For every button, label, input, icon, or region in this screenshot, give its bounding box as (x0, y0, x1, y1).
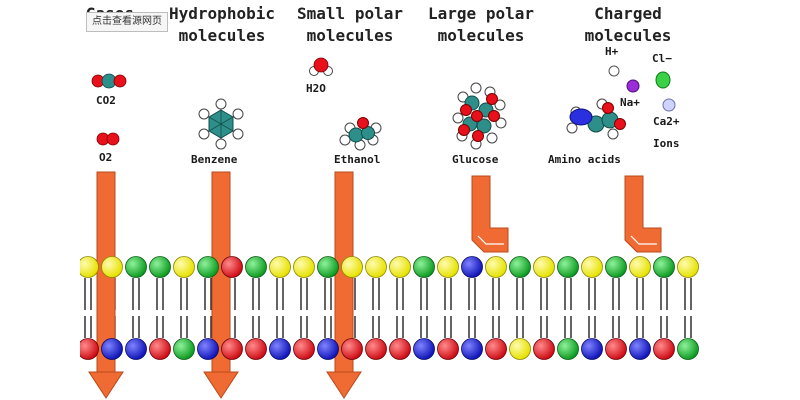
lipid-head-upper-7 (245, 256, 267, 278)
pass-arrow-small-polar (326, 171, 362, 399)
lipid-head-lower-0 (80, 338, 99, 360)
blocked-arrow-charged (624, 175, 662, 253)
lipid-head-lower-16 (461, 338, 483, 360)
lipid-head-lower-20 (557, 338, 579, 360)
header-charged-line2: molecules (584, 26, 672, 45)
header-large-polar-line1: Large polar (428, 4, 534, 23)
header-small-polar-line1: Small polar (297, 4, 403, 23)
lipid-head-upper-24 (653, 256, 675, 278)
label-ethanol: Ethanol (334, 153, 381, 166)
lipid-head-lower-15 (437, 338, 459, 360)
lipid-head-upper-22 (605, 256, 627, 278)
lipid-head-lower-5 (197, 338, 219, 360)
lipid-head-lower-6 (221, 338, 243, 360)
header-charged-line1: Charged (594, 4, 662, 23)
benzene-molecule (198, 98, 244, 150)
ethanol-molecule (339, 117, 382, 151)
lipid-head-upper-10 (317, 256, 339, 278)
lipid-head-lower-11 (341, 338, 363, 360)
lipid-head-upper-8 (269, 256, 291, 278)
lipid-tails-upper (84, 278, 692, 310)
lipid-head-lower-23 (629, 338, 651, 360)
lipid-head-upper-17 (485, 256, 507, 278)
diagram-canvas: Gases Hydrophobic molecules Small polar … (80, 0, 700, 400)
o2-molecule (96, 132, 120, 146)
lipid-heads-lower (80, 338, 699, 360)
label-glucose: Glucose (452, 153, 499, 166)
lipid-head-upper-18 (509, 256, 531, 278)
lipid-head-lower-7 (245, 338, 267, 360)
amino-acid-molecule (566, 98, 626, 140)
label-chloride-ion: Cl− (652, 52, 672, 65)
lipid-tails-lower (84, 316, 692, 338)
lipid-head-upper-0 (80, 256, 99, 278)
lipid-head-lower-25 (677, 338, 699, 360)
lipid-head-lower-22 (605, 338, 627, 360)
lipid-head-lower-21 (581, 338, 603, 360)
label-calcium-ion: Ca2+ (653, 115, 680, 128)
label-benzene: Benzene (191, 153, 238, 166)
lipid-head-lower-24 (653, 338, 675, 360)
lipid-head-upper-20 (557, 256, 579, 278)
lipid-head-upper-19 (533, 256, 555, 278)
lipid-head-upper-2 (125, 256, 147, 278)
lipid-head-upper-5 (197, 256, 219, 278)
lipid-head-lower-19 (533, 338, 555, 360)
lipid-head-lower-3 (149, 338, 171, 360)
view-source-badge[interactable]: 点击查看源网页 (86, 12, 168, 32)
lipid-head-upper-25 (677, 256, 699, 278)
lipid-head-upper-16 (461, 256, 483, 278)
lipid-head-lower-8 (269, 338, 291, 360)
label-hydrogen-ion: H+ (605, 45, 619, 58)
lipid-head-lower-14 (413, 338, 435, 360)
label-sodium-ion: Na+ (620, 96, 640, 109)
co2-molecule (91, 73, 127, 89)
membrane-diagram-svg (80, 57, 699, 399)
pass-arrow-gases (88, 171, 124, 399)
label-h2o: H2O (306, 82, 326, 95)
lipid-head-lower-9 (293, 338, 315, 360)
header-small-polar-line2: molecules (306, 26, 394, 45)
header-hydrophobic-line2: molecules (178, 26, 266, 45)
lipid-head-upper-15 (437, 256, 459, 278)
lipid-head-upper-3 (149, 256, 171, 278)
lipid-head-upper-12 (365, 256, 387, 278)
lipid-head-upper-14 (413, 256, 435, 278)
glucose-molecule (452, 82, 507, 150)
lipid-head-upper-11 (341, 256, 363, 278)
blocked-arrow-large-polar (471, 175, 509, 253)
lipid-head-lower-10 (317, 338, 339, 360)
label-amino-acids: Amino acids (548, 153, 621, 166)
lipid-head-upper-1 (101, 256, 123, 278)
label-o2: O2 (99, 151, 113, 164)
lipid-head-lower-17 (485, 338, 507, 360)
label-co2: CO2 (96, 94, 116, 107)
header-hydrophobic-line1: Hydrophobic (169, 4, 275, 23)
header-large-polar-line2: molecules (437, 26, 525, 45)
lipid-head-upper-9 (293, 256, 315, 278)
lipid-head-lower-18 (509, 338, 531, 360)
label-ions: Ions (653, 137, 680, 150)
lipid-head-lower-13 (389, 338, 411, 360)
pass-arrow-hydrophobic (203, 171, 239, 399)
lipid-head-upper-13 (389, 256, 411, 278)
lipid-head-upper-23 (629, 256, 651, 278)
lipid-head-lower-12 (365, 338, 387, 360)
ions-group (608, 65, 676, 112)
lipid-head-lower-4 (173, 338, 195, 360)
lipid-head-upper-6 (221, 256, 243, 278)
lipid-head-upper-4 (173, 256, 195, 278)
lipid-head-upper-21 (581, 256, 603, 278)
lipid-heads-upper (80, 256, 699, 278)
h2o-molecule (309, 57, 333, 76)
lipid-head-lower-2 (125, 338, 147, 360)
lipid-head-lower-1 (101, 338, 123, 360)
